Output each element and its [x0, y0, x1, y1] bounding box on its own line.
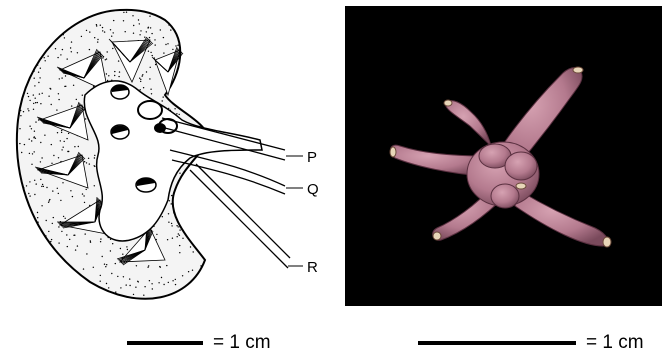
kidney-diagram: P Q R: [0, 0, 340, 310]
scale-label: = 1 cm: [213, 332, 271, 354]
label-r: R: [307, 259, 318, 276]
scale-bar-left: = 1 cm: [127, 332, 271, 354]
pelvis-cast-photo: [345, 6, 662, 306]
scale-line: [127, 341, 203, 345]
scale-label: = 1 cm: [586, 332, 644, 354]
scale-line: [418, 341, 576, 345]
label-p: P: [307, 149, 317, 166]
scale-bar-right: = 1 cm: [418, 332, 644, 354]
label-leaders: [286, 156, 303, 266]
label-q: Q: [307, 181, 319, 198]
